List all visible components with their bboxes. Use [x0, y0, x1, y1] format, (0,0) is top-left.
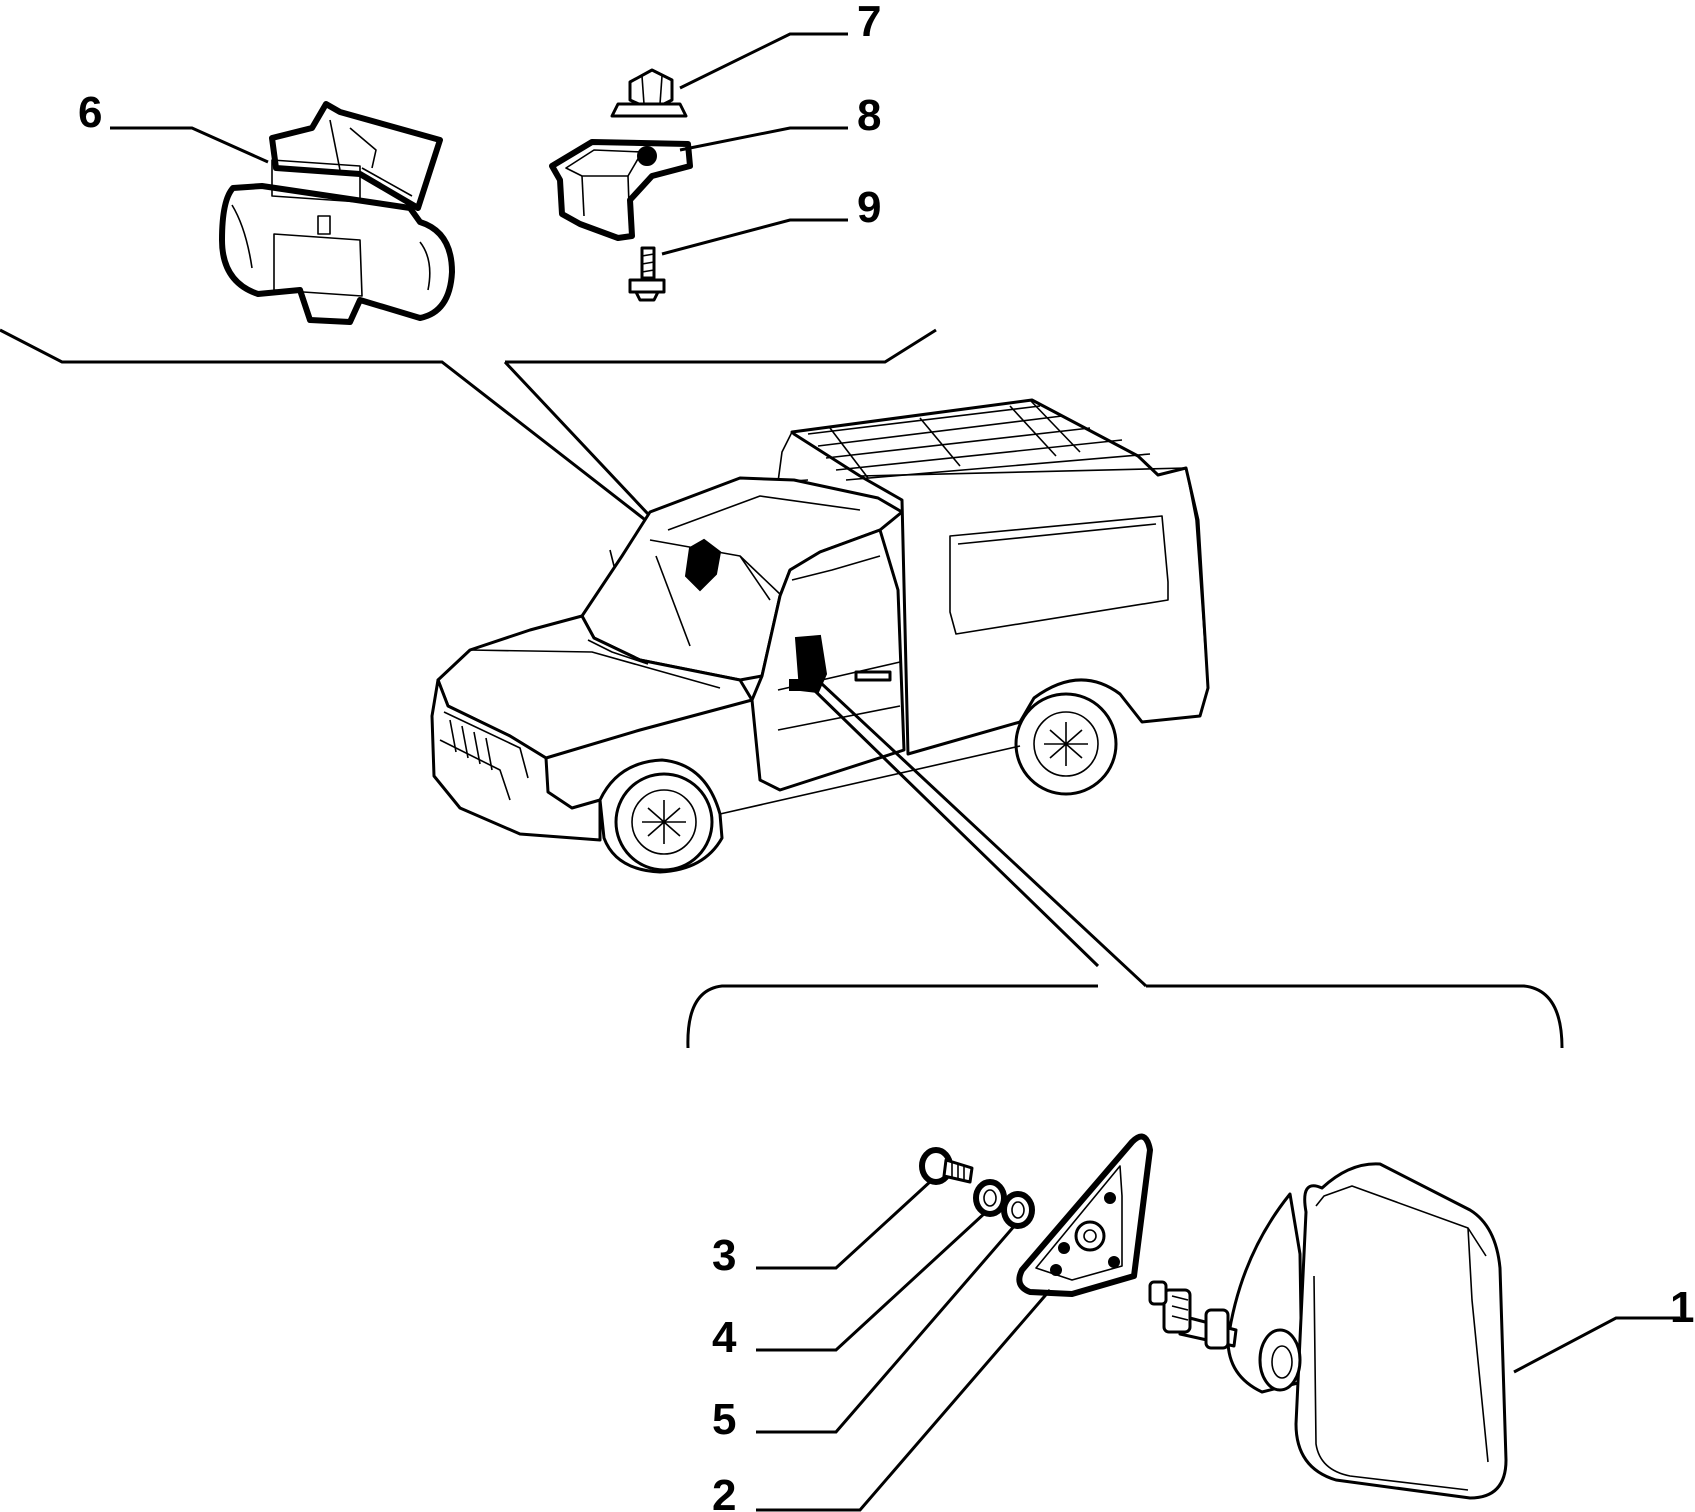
leader-9	[661, 218, 848, 256]
callout-4: 4	[712, 1313, 737, 1362]
base-plate-part-2	[1016, 1133, 1153, 1297]
bolt-part-9	[628, 246, 666, 302]
callout-5: 5	[712, 1395, 736, 1444]
nut-part-7	[610, 68, 688, 118]
washer-part-5	[1001, 1191, 1035, 1229]
callout-1: 1	[1670, 1283, 1694, 1332]
callout-2: 2	[712, 1471, 736, 1512]
callout-3: 3	[712, 1231, 736, 1280]
callout-8: 8	[857, 91, 881, 140]
interior-mirror-location-marker	[684, 538, 722, 592]
callout-9: 9	[857, 183, 881, 232]
washer-part-4	[973, 1179, 1007, 1217]
top-frame-left	[0, 328, 667, 538]
leader-3	[756, 1178, 934, 1270]
leader-8	[679, 126, 848, 152]
leader-1	[1513, 1316, 1680, 1374]
bottom-frame-pointer-b	[820, 682, 1148, 988]
bottom-frame-bracket	[686, 984, 1564, 1049]
leader-7	[679, 32, 848, 90]
top-frame-right	[505, 328, 937, 364]
interior-mirror-part	[219, 101, 455, 325]
leader-2	[756, 1289, 1052, 1512]
leader-4	[756, 1210, 988, 1352]
callout-7: 7	[857, 0, 881, 46]
bottom-frame-pointer-a	[812, 688, 1100, 968]
leader-5	[756, 1223, 1018, 1434]
bracket-part-8	[549, 139, 693, 241]
callout-6: 6	[78, 88, 102, 137]
screw-part-3	[919, 1147, 974, 1185]
leader-6	[110, 126, 269, 164]
van-illustration	[430, 398, 1210, 874]
mirror-housing-part-1	[1148, 1162, 1508, 1500]
